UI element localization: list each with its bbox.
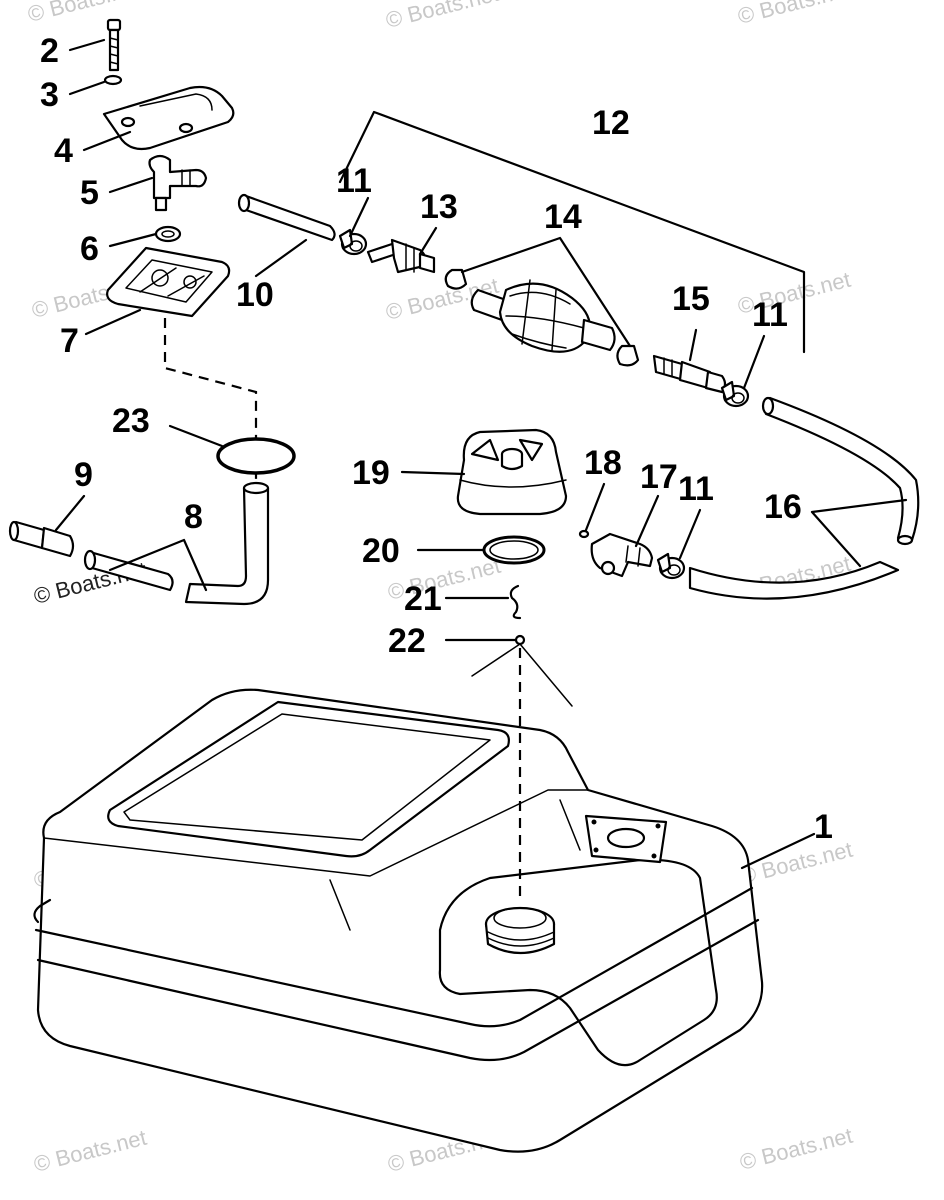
callout-17: 17 bbox=[640, 458, 678, 496]
callout-12: 12 bbox=[592, 104, 630, 142]
callout-16: 16 bbox=[764, 488, 802, 526]
callout-4: 4 bbox=[54, 132, 73, 170]
callout-2: 2 bbox=[40, 32, 59, 70]
primer-bulb bbox=[470, 279, 616, 353]
callout-18: 18 bbox=[584, 444, 622, 482]
cap-gasket bbox=[482, 535, 546, 565]
callout-9: 9 bbox=[74, 456, 93, 494]
hose-clamp bbox=[338, 228, 368, 256]
watermark: © Boats.net bbox=[737, 1123, 855, 1175]
callout-19: 19 bbox=[352, 454, 390, 492]
callout-20: 20 bbox=[362, 532, 400, 570]
callout-13: 13 bbox=[420, 188, 458, 226]
callout-11: 11 bbox=[678, 470, 714, 508]
leader-lines bbox=[54, 38, 908, 870]
check-valve-left bbox=[444, 268, 468, 290]
fuel-line-hose bbox=[688, 396, 920, 600]
watermark: © Boats.net bbox=[383, 0, 501, 33]
tank-connector bbox=[366, 238, 436, 274]
pickup-hose-elbow bbox=[184, 481, 270, 606]
pickup-adapter-plate bbox=[106, 246, 231, 318]
screw bbox=[106, 18, 122, 72]
callout-15: 15 bbox=[672, 280, 710, 318]
callout-6: 6 bbox=[80, 230, 99, 268]
watermark: © Boats.net bbox=[735, 0, 853, 29]
elbow-fitting bbox=[148, 154, 208, 212]
bracket-plate bbox=[102, 85, 235, 151]
hose-clamp bbox=[656, 552, 686, 580]
engine-connector bbox=[652, 354, 727, 394]
o-ring-large bbox=[216, 437, 296, 475]
fuel-filter bbox=[8, 520, 75, 558]
o-ring-small bbox=[154, 225, 182, 243]
callout-3: 3 bbox=[40, 76, 59, 114]
tank-elbow-fitting bbox=[590, 532, 654, 578]
check-valve-right bbox=[616, 344, 640, 367]
callout-11: 11 bbox=[336, 162, 372, 200]
callout-labels: 1 2 3 4 5 6 7 8 9 10 11 11 11 12 13 14 1… bbox=[40, 32, 833, 846]
watermark: © Boats.net bbox=[31, 1125, 149, 1177]
retainer-clip bbox=[509, 584, 522, 620]
pickup-hose-straight bbox=[83, 549, 174, 592]
tether-cord bbox=[471, 634, 573, 707]
fitting-o-ring bbox=[578, 529, 590, 539]
callout-5: 5 bbox=[80, 174, 99, 212]
inlet-hose bbox=[237, 193, 336, 242]
callout-14: 14 bbox=[544, 198, 582, 236]
callout-8: 8 bbox=[184, 498, 203, 536]
fill-cap bbox=[456, 428, 568, 516]
callout-10: 10 bbox=[236, 276, 274, 314]
callout-1: 1 bbox=[814, 808, 833, 846]
assembly-12-bracket bbox=[338, 110, 806, 354]
lock-washer bbox=[103, 74, 123, 86]
callout-23: 23 bbox=[112, 402, 150, 440]
callout-11: 11 bbox=[752, 296, 788, 334]
fuel-tank bbox=[33, 688, 764, 1153]
callout-7: 7 bbox=[60, 322, 79, 360]
callout-21: 21 bbox=[404, 580, 442, 618]
callout-22: 22 bbox=[388, 622, 426, 660]
watermark: © Boats.net bbox=[25, 0, 143, 27]
hose-clamp bbox=[720, 380, 750, 408]
